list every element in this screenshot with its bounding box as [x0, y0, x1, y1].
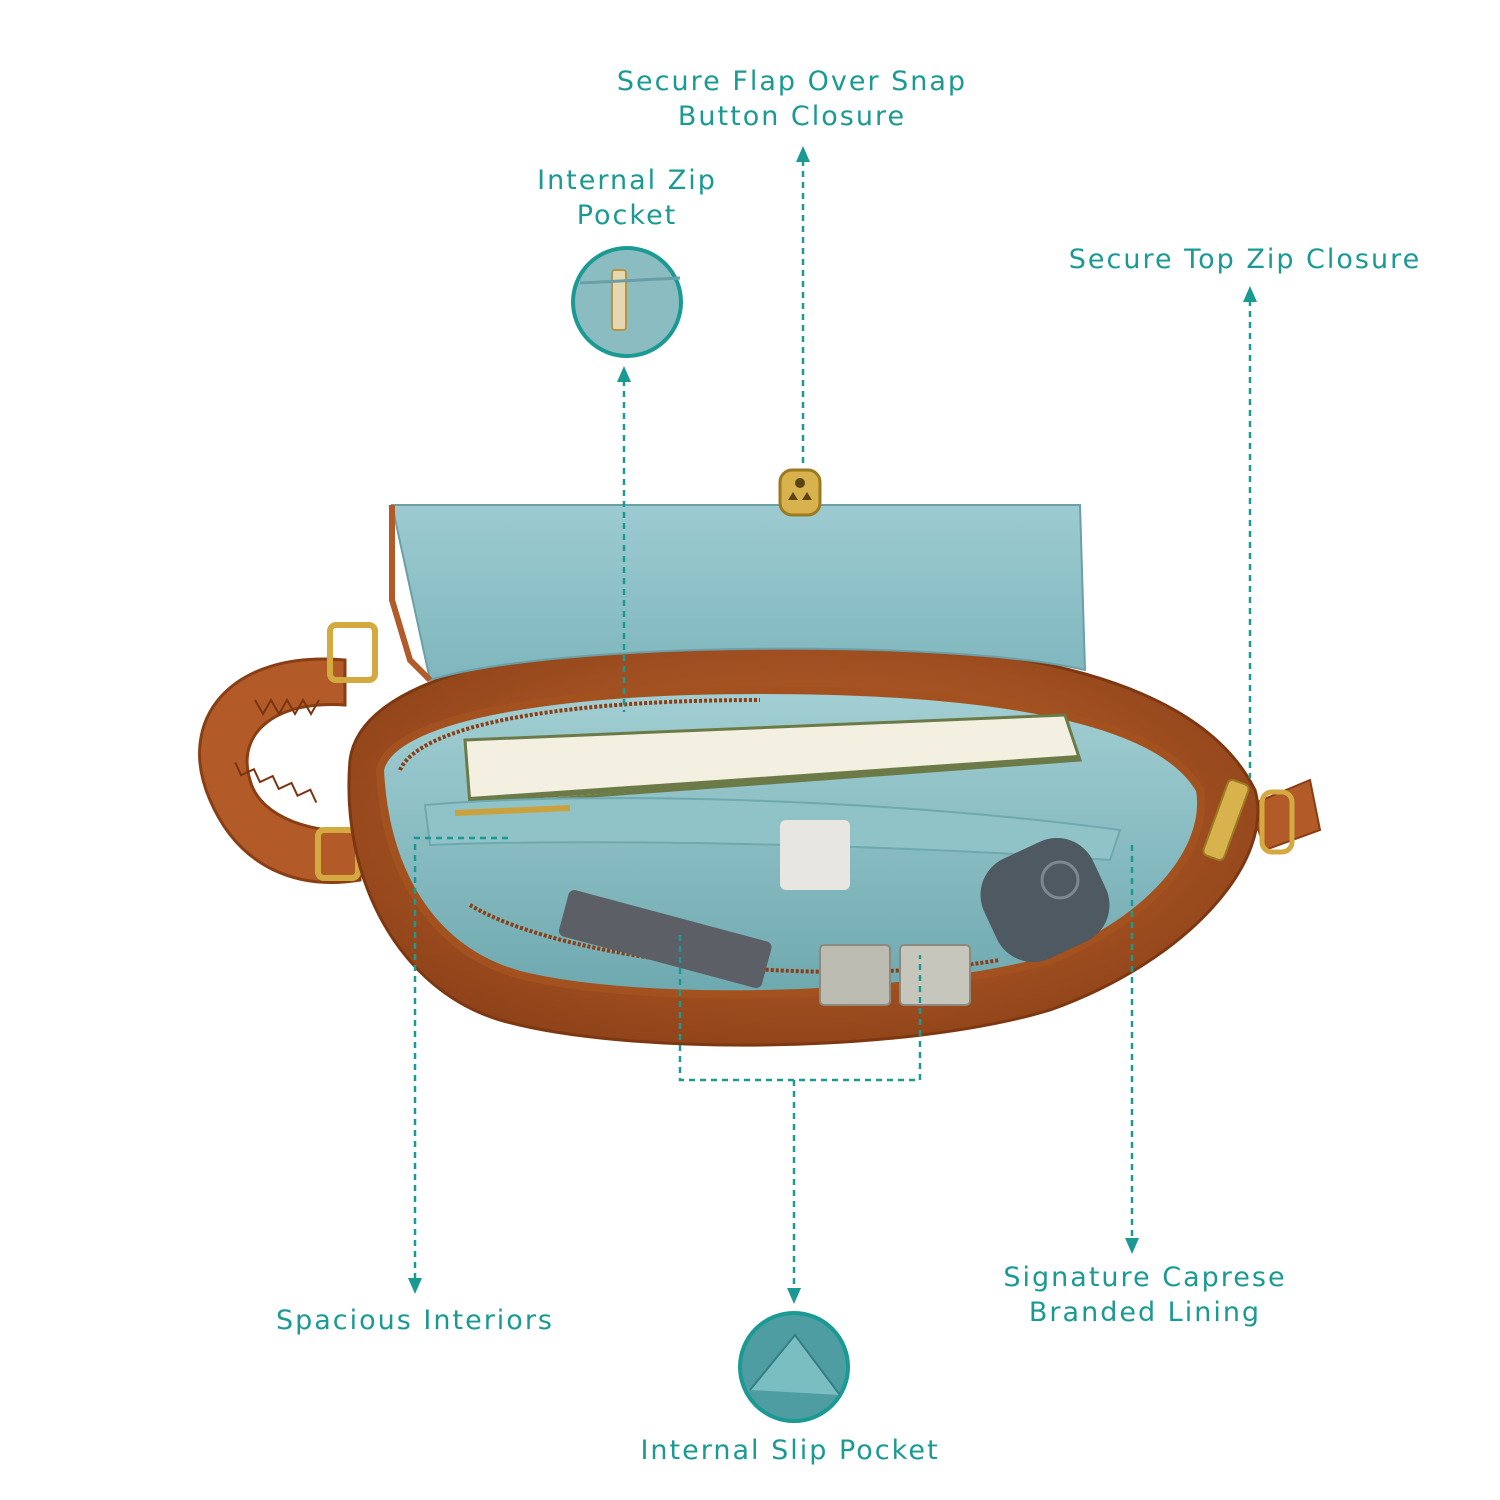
strap-buckle — [327, 622, 378, 683]
leader-line-zip-pocket — [617, 366, 631, 712]
leader-line-flap — [796, 146, 810, 465]
phone — [558, 890, 772, 989]
label-lining-line1: Signature Caprese — [1003, 1262, 1287, 1293]
label-zip-pocket-line2: Pocket — [576, 200, 678, 231]
leader-line-slip-pocket — [678, 935, 922, 1304]
label-zip-pocket-line1: Internal Zip — [537, 165, 717, 196]
leader-line-top-zip — [1243, 286, 1257, 778]
strap-ring — [1259, 789, 1295, 855]
label-top-zip: Secure Top Zip Closure — [1068, 244, 1422, 275]
leader-line-interiors — [408, 836, 508, 1294]
leader-line-lining — [1125, 845, 1139, 1254]
zip-puller — [1202, 779, 1250, 861]
label-slip-pocket: Internal Slip Pocket — [640, 1435, 940, 1466]
bag-flap — [390, 504, 1087, 682]
handbag-image — [198, 468, 1322, 1047]
label-lining-line2: Branded Lining — [1028, 1297, 1262, 1328]
metal-box — [899, 944, 971, 1006]
label-lining: Signature Caprese Branded Lining — [995, 1260, 1295, 1330]
label-zip-pocket: Internal Zip Pocket — [502, 163, 752, 233]
notebook — [463, 713, 1083, 807]
label-interiors: Spacious Interiors — [275, 1305, 554, 1336]
cosmetic-jar — [980, 837, 1110, 963]
card — [780, 820, 850, 890]
slip-pocket-detail-circle — [738, 1311, 850, 1423]
label-flap-closure: Secure Flap Over Snap Button Closure — [592, 64, 992, 134]
zip-pocket-detail-circle — [571, 246, 683, 358]
label-flap-closure-line2: Button Closure — [677, 101, 907, 132]
zip-pocket-panel — [423, 797, 1122, 862]
snap-button — [778, 468, 822, 517]
shoulder-strap — [198, 657, 362, 884]
metal-box — [819, 944, 891, 1006]
label-flap-closure-line1: Secure Flap Over Snap — [616, 66, 968, 97]
